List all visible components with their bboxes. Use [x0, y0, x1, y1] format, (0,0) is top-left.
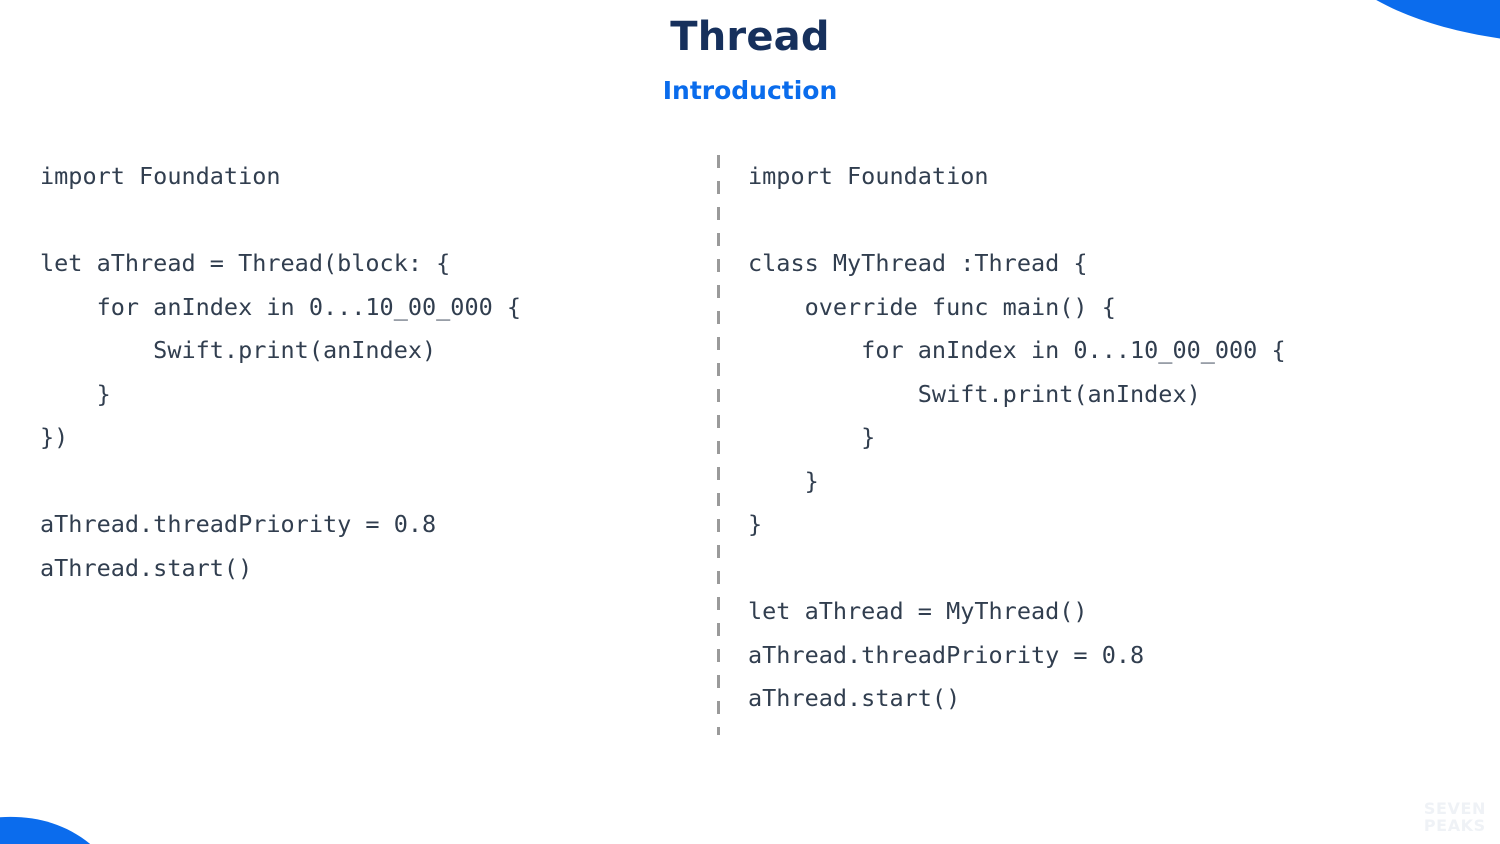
logo-line-1: SEVEN	[1423, 799, 1486, 818]
code-line: let aThread = MyThread()	[748, 597, 1088, 625]
swift-code-block-left: import Foundation let aThread = Thread(b…	[40, 155, 700, 590]
code-line: })	[40, 423, 69, 451]
seven-peaks-logo: SEVEN PEAKS	[1424, 800, 1486, 834]
code-line: }	[40, 379, 111, 408]
vertical-dashed-divider	[717, 155, 720, 735]
code-line: }	[748, 510, 763, 538]
code-line: let aThread = Thread(block: {	[40, 249, 451, 277]
code-line: class MyThread :Thread {	[748, 249, 1088, 277]
code-column-left: import Foundation let aThread = Thread(b…	[40, 155, 700, 590]
code-comparison-area: import Foundation let aThread = Thread(b…	[0, 155, 1500, 755]
code-line	[40, 199, 700, 243]
code-line	[40, 460, 700, 504]
code-line	[748, 547, 1488, 591]
code-line: }	[748, 423, 876, 451]
code-line: aThread.start()	[40, 553, 253, 582]
heading-block: Thread Introduction	[0, 14, 1500, 106]
page-title: Thread	[670, 14, 830, 60]
logo-line-2: PEAKS	[1423, 816, 1486, 835]
code-line: Swift.print(anIndex)	[748, 379, 1201, 408]
page-subtitle: Introduction	[662, 76, 838, 105]
code-line: Swift.print(anIndex)	[40, 336, 437, 364]
code-line: override func main() {	[748, 292, 1116, 321]
code-line: import Foundation	[748, 162, 989, 190]
blue-blob-bottom-left-icon	[0, 816, 90, 844]
code-line: import Foundation	[40, 162, 281, 190]
code-column-right: import Foundation class MyThread :Thread…	[748, 155, 1488, 721]
code-line: }	[748, 466, 819, 495]
code-line: for anIndex in 0...10_00_000 {	[748, 336, 1286, 364]
code-line: aThread.threadPriority = 0.8	[40, 510, 437, 538]
code-line: aThread.start()	[748, 684, 961, 712]
code-line: for anIndex in 0...10_00_000 {	[40, 292, 522, 321]
swift-code-block-right: import Foundation class MyThread :Thread…	[748, 155, 1488, 721]
code-line: aThread.threadPriority = 0.8	[748, 640, 1145, 669]
code-line	[748, 199, 1488, 243]
